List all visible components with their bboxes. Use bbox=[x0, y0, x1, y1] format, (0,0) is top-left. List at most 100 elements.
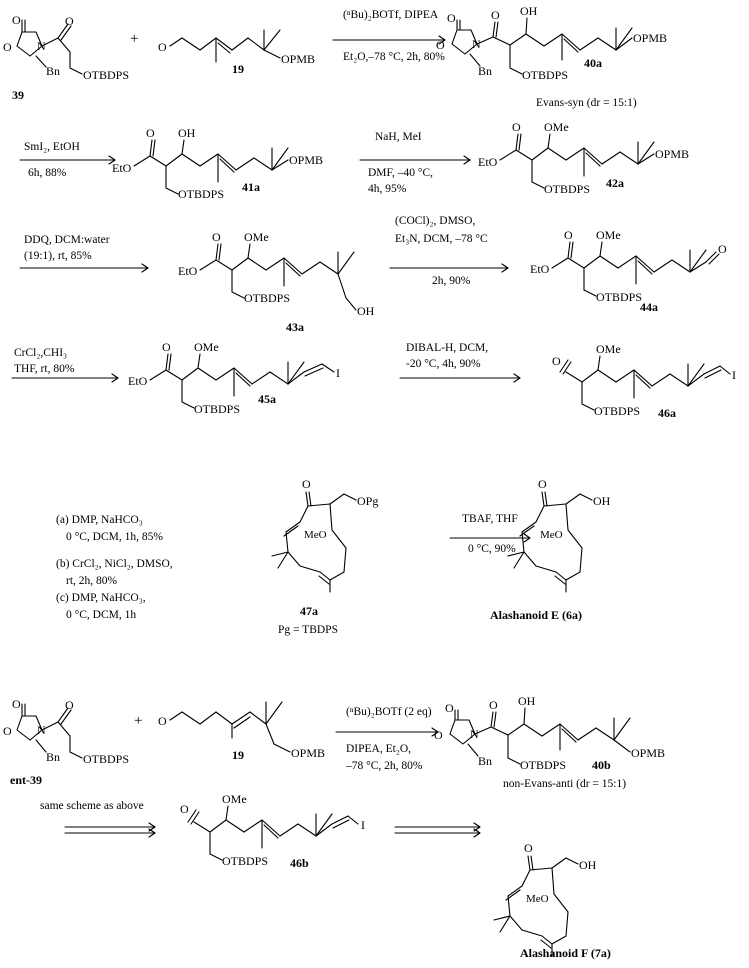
atom-O-19: O bbox=[158, 40, 167, 54]
atom-OTBDPS-41a: OTBDPS bbox=[178, 187, 225, 201]
atom-Bn-39: Bn bbox=[46, 64, 61, 78]
structure-45a bbox=[149, 353, 335, 409]
structure-41a bbox=[133, 139, 289, 195]
condition-r10-line2: DIPEA, Et₂O, bbox=[346, 743, 412, 755]
atom-OPMB-40b: OPMB bbox=[631, 746, 666, 760]
atom-OMe-42a: OMe bbox=[544, 120, 569, 134]
structure-6a bbox=[507, 491, 593, 593]
compound-label-45a: 45a bbox=[258, 392, 276, 406]
atom-OMe-46a: OMe bbox=[596, 342, 621, 356]
atom-OPMB-19b: OPMB bbox=[291, 746, 326, 760]
atom-OH-6a: OH bbox=[593, 494, 611, 508]
condition-r8-line5: (c) DMP, NaHCO₃, bbox=[56, 592, 146, 604]
atom-I-46b: I bbox=[361, 818, 365, 832]
atom-OTBDPS-46a: OTBDPS bbox=[594, 404, 641, 418]
atom-Bn-40b: Bn bbox=[478, 754, 493, 768]
caption-evans-syn: Evans-syn (dr = 15:1) bbox=[536, 97, 637, 109]
structure-40b bbox=[449, 707, 631, 765]
atom-MeO-6a: MeO bbox=[540, 529, 563, 541]
atom-O-6a: O bbox=[538, 477, 547, 491]
condition-r4-line2: (19:1), rt, 85% bbox=[24, 250, 92, 262]
atom-OPMB-19: OPMB bbox=[281, 52, 316, 66]
structure-ent-39 bbox=[16, 703, 83, 759]
atom-OMe-43a: OMe bbox=[244, 230, 269, 244]
atom-O-43a: O bbox=[212, 230, 221, 244]
compound-label-7a: Alashanoid F (7a) bbox=[520, 946, 611, 960]
condition-r8-line6: 0 °C, DCM, 1h bbox=[66, 609, 137, 621]
compound-label-41a: 41a bbox=[242, 180, 260, 194]
atom-OTBDPS-46b: OTBDPS bbox=[222, 854, 269, 868]
atom-OH-40a: OH bbox=[520, 4, 538, 18]
atom-EtO-42a: EtO bbox=[478, 155, 498, 169]
condition-r4-line1: DDQ, DCM:water bbox=[24, 234, 110, 246]
atom-O-40b-c: O bbox=[489, 698, 498, 712]
atom-EtO-41a: EtO bbox=[112, 161, 132, 175]
atom-O-45a: O bbox=[162, 340, 171, 354]
condition-r6-line2: THF, rt, 80% bbox=[14, 363, 75, 375]
atom-OMe-45a: OMe bbox=[194, 340, 219, 354]
condition-r1-line2: Et₂O,–78 °C, 2h, 80% bbox=[343, 51, 445, 63]
atom-O-40b-a: O bbox=[445, 701, 454, 715]
condition-r8-line2: 0 °C, DCM, 1h, 85% bbox=[66, 531, 163, 543]
condition-r3-line3: 4h, 95% bbox=[368, 183, 407, 195]
compound-label-46a: 46a bbox=[658, 406, 676, 420]
atom-I-46a: I bbox=[732, 368, 736, 382]
condition-r5-line3: 2h, 90% bbox=[432, 275, 471, 287]
compound-label-43a: 43a bbox=[286, 320, 304, 334]
compound-label-ent39: ent-39 bbox=[10, 773, 42, 787]
compound-label-19: 19 bbox=[232, 62, 244, 76]
atom-O-ent39b: O bbox=[3, 724, 12, 738]
atom-O-40a-b: O bbox=[436, 38, 445, 52]
atom-OPMB-40a: OPMB bbox=[633, 31, 668, 45]
structure-46b bbox=[187, 805, 359, 861]
structure-7a bbox=[493, 855, 579, 957]
condition-r7-line1: DIBAL-H, DCM, bbox=[406, 342, 489, 354]
condition-r8-line1: (a) DMP, NaHCO₃ bbox=[56, 514, 143, 526]
compound-label-6a: Alashanoid E (6a) bbox=[490, 608, 583, 622]
atom-O-40b-b: O bbox=[434, 728, 443, 742]
condition-r2-line2: 6h, 88% bbox=[28, 167, 67, 179]
atom-O-42a: O bbox=[512, 120, 521, 134]
plus-sign-2: + bbox=[134, 713, 143, 729]
atom-Bn-40a: Bn bbox=[478, 64, 493, 78]
structure-19 bbox=[169, 29, 281, 63]
atom-O-ent39a: O bbox=[12, 697, 21, 711]
atom-O-44a: O bbox=[564, 228, 573, 242]
atom-O-39b: O bbox=[3, 40, 12, 54]
atom-OTBDPS-42a: OTBDPS bbox=[544, 182, 591, 196]
caption-pg-def: Pg = TBDPS bbox=[278, 624, 338, 636]
atom-OTBDPS-40a: OTBDPS bbox=[522, 68, 569, 82]
atom-N-40a: N bbox=[472, 37, 481, 51]
structure-19b bbox=[169, 701, 291, 753]
atom-OTBDPS-40b: OTBDPS bbox=[520, 758, 567, 772]
condition-r3-line1: NaH, MeI bbox=[375, 131, 422, 143]
condition-r10-line3: –78 °C, 2h, 80% bbox=[346, 760, 423, 772]
atom-OTBDPS-ent39: OTBDPS bbox=[83, 752, 130, 766]
atom-OPMB-42a: OPMB bbox=[655, 147, 690, 161]
atom-OMe-46b: OMe bbox=[222, 792, 247, 806]
atom-O-40a-c: O bbox=[491, 8, 500, 22]
atom-OMe-44a: OMe bbox=[596, 228, 621, 242]
condition-r8-line4: rt, 2h, 80% bbox=[66, 575, 118, 587]
condition-r9-line1: TBAF, THF bbox=[462, 513, 518, 525]
atom-I-45a: I bbox=[336, 366, 340, 380]
structure-46a bbox=[559, 355, 731, 411]
condition-r1-line1: (ⁿBu)₂BOTf, DIPEA bbox=[343, 9, 439, 21]
compound-label-40b: 40b bbox=[592, 758, 611, 772]
structure-40a bbox=[451, 17, 633, 75]
compound-label-47a: 47a bbox=[300, 604, 318, 618]
condition-r6-line1: CrCl₂,CHI₃ bbox=[14, 347, 68, 359]
structure-44a bbox=[551, 241, 720, 297]
atom-OH-43a: OH bbox=[357, 304, 375, 318]
condition-r5-line1: (COCl)₂, DMSO, bbox=[395, 215, 476, 227]
atom-OTBDPS-39: OTBDPS bbox=[83, 68, 130, 82]
atom-EtO-43a: EtO bbox=[178, 264, 198, 278]
atom-OTBDPS-44a: OTBDPS bbox=[596, 290, 643, 304]
atom-O-46a: O bbox=[552, 354, 561, 368]
atom-OPMB-41a: OPMB bbox=[289, 153, 324, 167]
compound-label-39: 39 bbox=[12, 88, 24, 102]
compound-label-19b: 19 bbox=[232, 748, 244, 762]
condition-r3-line2: DMF, –40 °C, bbox=[368, 167, 434, 179]
